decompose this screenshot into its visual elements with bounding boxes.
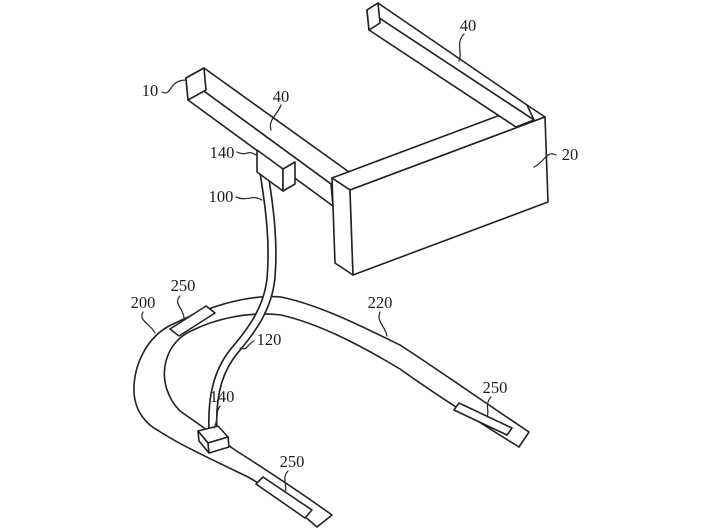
label-patch-bottom: 250 (280, 452, 305, 471)
patch-right (453, 402, 513, 436)
label-band-left: 200 (131, 293, 156, 312)
leader-140-upper (236, 151, 257, 156)
label-cable-upper: 100 (209, 187, 234, 206)
neckband (133, 295, 530, 528)
label-patch-right: 250 (483, 378, 508, 397)
front-block (331, 104, 549, 276)
cable-core (209, 172, 276, 433)
leader-lines (141, 33, 557, 493)
leader-250-right (486, 396, 492, 418)
patch-top (169, 305, 216, 337)
temple-arm-right (366, 2, 535, 128)
reference-labels: 10 40 40 20 140 100 200 250 220 120 140 … (131, 16, 579, 471)
leader-40-right (458, 33, 465, 62)
leader-200 (141, 311, 156, 334)
connector-upper-side-face (282, 161, 296, 192)
leader-220 (378, 311, 388, 337)
label-connector-upper: 140 (210, 143, 235, 162)
leader-120 (239, 340, 255, 350)
front-block-front-face (349, 116, 549, 276)
connector-lower-front-face (207, 436, 230, 454)
label-display-block: 20 (562, 145, 579, 164)
leader-100 (235, 196, 263, 201)
neckband-ribbon (133, 295, 530, 528)
leader-250-top (176, 295, 185, 319)
leader-140-lower (213, 405, 221, 429)
leader-40-left (269, 104, 282, 131)
connector-upper (256, 149, 296, 192)
cable (207, 172, 277, 433)
label-band-right: 220 (368, 293, 393, 312)
headset-frame (185, 2, 549, 276)
connector-lower (197, 425, 230, 454)
label-arm-left: 40 (273, 87, 290, 106)
patch-bottom (255, 476, 313, 519)
label-patch-top: 250 (171, 276, 196, 295)
leader-250-bottom (284, 470, 289, 493)
label-connector-lower: 140 (210, 387, 235, 406)
label-cable-lower: 120 (257, 330, 282, 349)
leader-20 (533, 153, 557, 168)
leader-10 (161, 79, 186, 94)
temple-arm-left-end-face (185, 67, 207, 101)
temple-arm-right-end-face (366, 2, 381, 31)
label-frame: 10 (142, 81, 159, 100)
label-arm-right: 40 (460, 16, 477, 35)
